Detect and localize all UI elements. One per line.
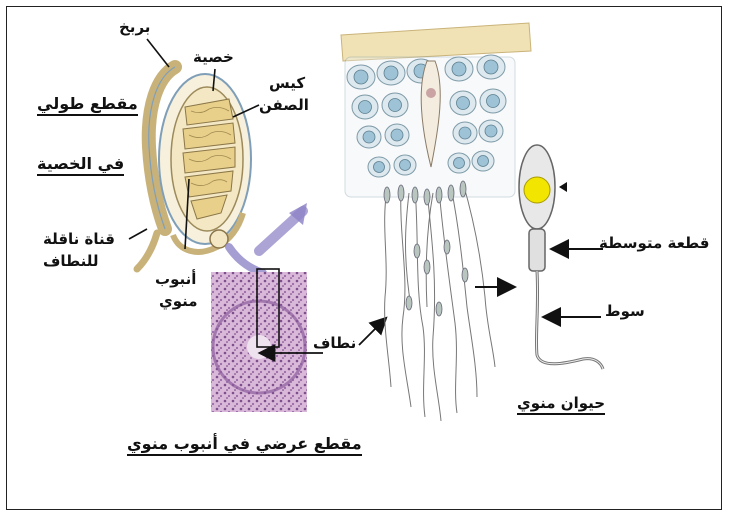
label-longitudinal-section-1: مقطع طولي — [37, 95, 138, 116]
label-seminiferous-tubule-1: أنبوب — [155, 271, 196, 288]
label-middle-piece: قطعة متوسطة — [599, 235, 710, 252]
label-testis: خصية — [193, 49, 234, 66]
spermatogenesis-diagram — [7, 7, 723, 511]
label-longitudinal-section-2: في الخصية — [37, 155, 124, 176]
label-epididymis: بربخ — [119, 19, 150, 36]
sperm-nucleus — [524, 177, 550, 203]
label-vas-deferens-1: قناة ناقلة — [43, 231, 115, 248]
label-scrotum-1: كيس — [269, 75, 305, 92]
sperm-middle-piece — [529, 229, 545, 271]
label-seminiferous-tubule-2: منوي — [159, 293, 198, 310]
testis-illustration — [137, 67, 251, 269]
sperm-tail — [536, 271, 603, 369]
tubule-cross-section — [211, 269, 307, 412]
sperm-pointers — [545, 249, 603, 317]
label-sperm-caption: حيوان منوي — [517, 395, 605, 415]
label-scrotum-2: الصفن — [259, 97, 309, 114]
label-cross-section-caption: مقطع عرضي في أنبوب منوي — [127, 435, 362, 456]
label-tail: سوط — [605, 303, 645, 320]
epithelium-illustration — [341, 23, 531, 421]
label-sperm-cells: نطاف — [313, 335, 356, 352]
label-vas-deferens-2: للنطاف — [43, 253, 99, 270]
diagram-frame: مقطع طولي في الخصية بربخ خصية كيس الصفن … — [6, 6, 722, 510]
spermatozoon-illustration — [519, 145, 603, 369]
